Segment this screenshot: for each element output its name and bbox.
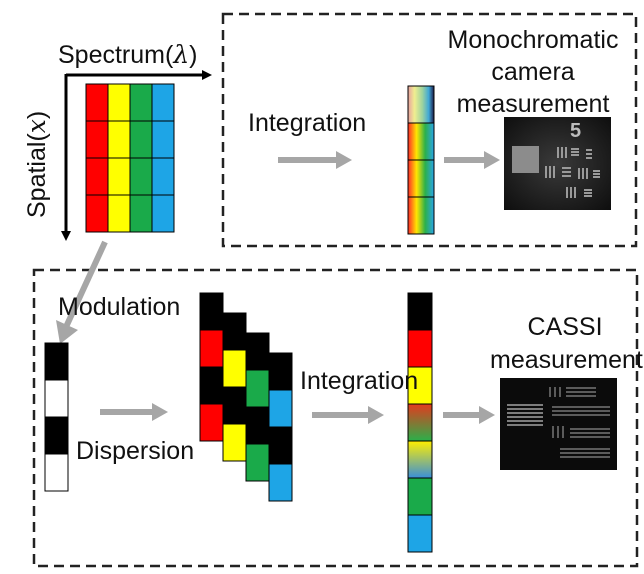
cube-cell <box>85 157 109 196</box>
dispersion-arrow <box>100 403 168 421</box>
integration-top-label: Integration <box>248 109 367 137</box>
dispersed-cell <box>222 386 247 425</box>
cube-cell <box>107 83 131 122</box>
cube-cell <box>85 194 109 233</box>
strip-cell <box>407 159 435 198</box>
dispersed-cell <box>245 406 270 445</box>
dispersed-cell <box>245 332 270 371</box>
cube-cell <box>129 83 153 122</box>
spectrum-close-paren: ) <box>189 41 198 69</box>
cube-cell <box>151 83 175 122</box>
bottom-dashed-box <box>32 268 639 568</box>
dispersed-cell <box>268 426 293 465</box>
dispersed-cell <box>199 366 224 405</box>
cassi-measurement-image <box>500 378 617 470</box>
cassi-measurement-label: CASSI measurement <box>490 311 643 377</box>
mono-line2: camera <box>491 58 575 86</box>
spatial-close-paren: ) <box>23 110 51 120</box>
spectrum-text: Spectrum( <box>58 41 174 69</box>
cassi-strip-cell <box>407 403 433 442</box>
bottom-integration-arrow <box>312 406 384 424</box>
x-symbol: x <box>22 119 51 134</box>
mask-cell <box>44 453 69 492</box>
mono-line3: measurement <box>456 90 610 118</box>
top-integration-arrow <box>278 151 352 169</box>
dispersed-cell <box>268 352 293 391</box>
mask-cell <box>44 416 69 455</box>
integration-bottom-label: Integration <box>300 367 419 395</box>
spectrum-axis-label: Spectrum(λ) <box>58 40 198 70</box>
cube-cell <box>151 120 175 159</box>
spatial-text: Spatial( <box>23 133 51 218</box>
integrated-spectral-strip <box>407 85 435 235</box>
cassi-strip-cell <box>407 366 433 405</box>
cassi-strip-cell <box>407 514 433 553</box>
cube-cell <box>151 157 175 196</box>
top-measurement-arrow <box>444 151 500 169</box>
dispersed-cell <box>268 463 293 502</box>
cassi-strip-cell <box>407 440 433 479</box>
bottom-measurement-arrow <box>443 406 495 424</box>
mono-line1: Monochromatic <box>447 26 619 54</box>
cube-cell <box>151 194 175 233</box>
modulation-label: Modulation <box>58 293 181 321</box>
cassi-line2: measurement <box>490 346 643 374</box>
cube-cell <box>129 120 153 159</box>
strip-cell <box>407 196 435 235</box>
cube-cell <box>85 83 109 122</box>
cassi-strip-cell <box>407 292 433 331</box>
dispersed-cell <box>199 403 224 442</box>
cube-cell <box>85 120 109 159</box>
dispersed-cell <box>222 349 247 388</box>
svg-text:5: 5 <box>570 120 581 142</box>
monochromatic-camera-image: 5 <box>504 117 611 210</box>
cube-cell <box>107 157 131 196</box>
cassi-line1: CASSI <box>527 313 603 341</box>
cube-cell <box>107 194 131 233</box>
dispersed-cell <box>268 389 293 428</box>
mask-cell <box>44 342 69 381</box>
dispersed-cell <box>245 443 270 482</box>
cassi-strip-cell <box>407 329 433 368</box>
coded-aperture-mask <box>44 342 69 492</box>
dispersed-cell <box>199 329 224 368</box>
dispersed-cell <box>222 423 247 462</box>
spatial-axis-label: Spatial(x) <box>22 111 52 218</box>
mask-cell <box>44 379 69 418</box>
dispersion-label: Dispersion <box>76 437 195 465</box>
cube-cell <box>129 157 153 196</box>
monochromatic-camera-label: Monochromatic camera measurement <box>430 24 636 120</box>
strip-cell <box>407 122 435 161</box>
top-dashed-box <box>221 12 638 248</box>
cassi-strip-cell <box>407 477 433 516</box>
spectral-data-cube <box>85 83 175 233</box>
lambda-symbol: λ <box>173 40 190 69</box>
dispersed-cell <box>245 369 270 408</box>
strip-cell <box>407 85 435 124</box>
cube-cell <box>107 120 131 159</box>
cassi-integrated-strip <box>407 292 433 553</box>
dispersed-cell <box>222 312 247 351</box>
dispersed-cell <box>199 292 224 331</box>
dispersed-coded-cube <box>199 292 293 502</box>
cube-cell <box>129 194 153 233</box>
modulation-arrow <box>56 240 108 344</box>
